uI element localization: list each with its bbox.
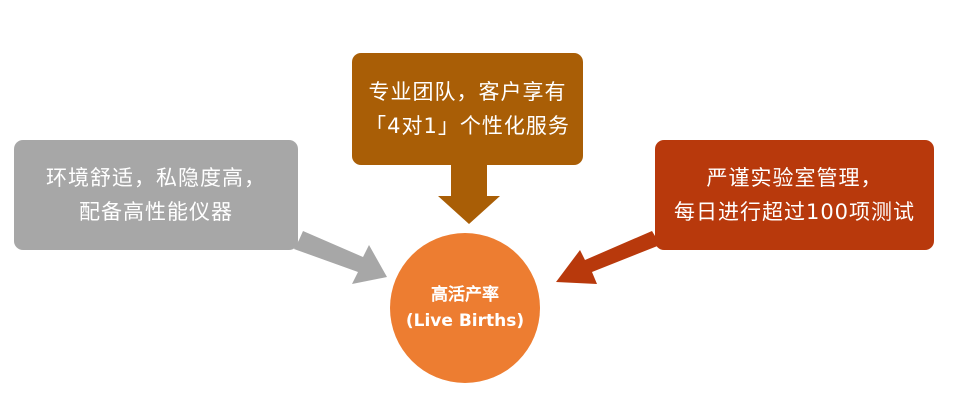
box-comfortable-environment: 环境舒适，私隐度高， 配备高性能仪器 [14,140,298,250]
box-lab-management-line1: 严谨实验室管理， [706,166,883,190]
arrow-right-to-center [556,231,660,284]
center-subtitle: (Live Births) [405,311,525,331]
box-lab-management-line2: 每日进行超过100项测试 [673,200,916,224]
box-professional-team: 专业团队，客户享有 「4对1」个性化服务 [352,53,583,165]
box-comfortable-environment-line2: 配备高性能仪器 [79,200,233,224]
center-title: 高活产率 [431,285,499,305]
box-professional-team-line1: 专业团队，客户享有 [368,80,567,104]
arrow-top-to-center [438,165,500,224]
box-professional-team-line2: 「4对1」个性化服务 [365,114,570,138]
center-live-births-circle: 高活产率 (Live Births) [390,233,540,383]
arrow-left-to-center [294,231,387,284]
box-lab-management: 严谨实验室管理， 每日进行超过100项测试 [655,140,934,250]
box-comfortable-environment-line1: 环境舒适，私隐度高， [46,166,266,190]
